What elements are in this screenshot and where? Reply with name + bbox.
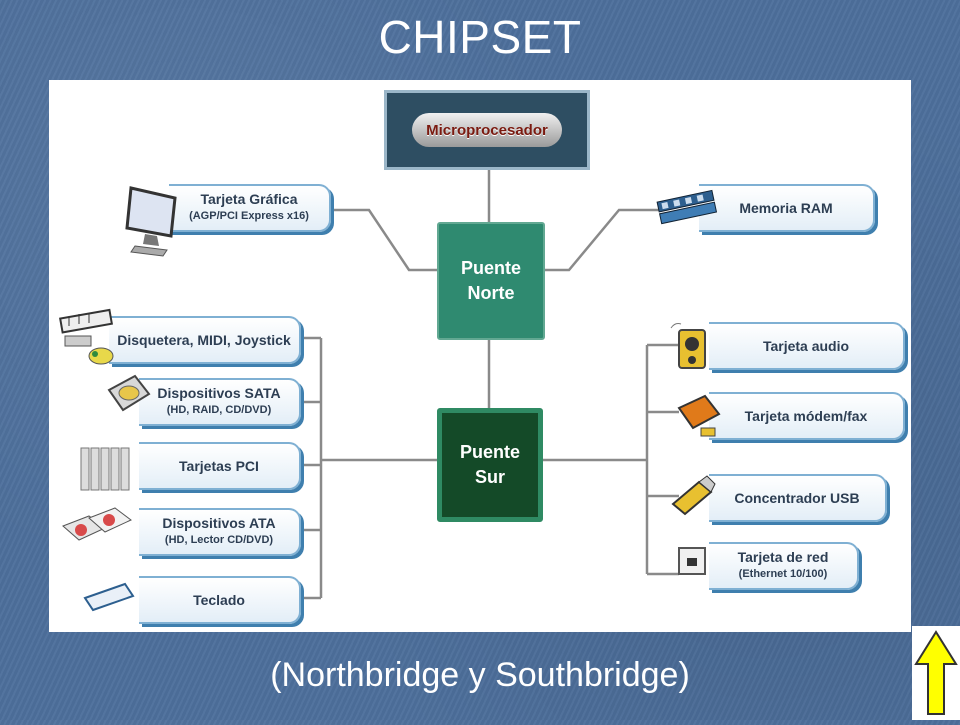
keyboard-icon xyxy=(83,582,135,612)
slide-title: CHIPSET xyxy=(378,11,582,63)
network-card-detail: (Ethernet 10/100) xyxy=(738,568,828,580)
up-arrow-icon[interactable] xyxy=(912,626,960,720)
ata-devices-label: Dispositivos ATA (HD, Lector CD/DVD) xyxy=(139,508,301,556)
monitor-icon xyxy=(125,186,177,257)
pci-cards-label: Tarjetas PCI xyxy=(139,442,301,490)
southbridge-chip: Puente Sur xyxy=(437,408,543,522)
sata-devices-detail: (HD, RAID, CD/DVD) xyxy=(166,404,272,416)
audio-card-label: Tarjeta audio xyxy=(709,322,905,370)
network-port-icon xyxy=(678,547,706,575)
pci-cards-title: Tarjetas PCI xyxy=(179,457,259,474)
sata-devices-label: Dispositivos SATA (HD, RAID, CD/DVD) xyxy=(139,378,301,426)
southbridge-line1: Puente xyxy=(459,442,520,462)
connection-lines xyxy=(299,170,679,600)
graphics-card-title: Tarjeta Gráfica xyxy=(200,191,298,207)
network-card-title: Tarjeta de red xyxy=(737,549,829,565)
floppy-midi-joystick-title: Disquetera, MIDI, Joystick xyxy=(117,331,291,348)
ram-memory-label: Memoria RAM xyxy=(699,184,875,232)
ata-devices-title: Dispositivos ATA xyxy=(162,515,276,531)
modem-card-title: Tarjeta módem/fax xyxy=(744,407,868,424)
network-card-label: Tarjeta de red (Ethernet 10/100) xyxy=(709,542,859,590)
slide-subtitle: (Northbridge y Southbridge) xyxy=(270,656,690,694)
microprocessor-label: Microprocesador xyxy=(412,113,562,147)
northbridge-line2: Norte xyxy=(467,283,515,303)
modem-card-label: Tarjeta módem/fax xyxy=(709,392,905,440)
microprocessor-box: Microprocesador xyxy=(384,90,590,170)
keyboard-title: Teclado xyxy=(193,591,245,608)
ata-devices-detail: (HD, Lector CD/DVD) xyxy=(164,534,274,546)
navigation-corner[interactable] xyxy=(912,626,960,720)
graphics-card-detail: (AGP/PCI Express x16) xyxy=(189,210,309,222)
midi-joystick-icon xyxy=(59,308,114,365)
hard-disk-icon xyxy=(107,374,151,412)
usb-stick-icon xyxy=(671,475,716,516)
audio-card-title: Tarjeta audio xyxy=(762,337,850,354)
sata-devices-title: Dispositivos SATA xyxy=(157,385,281,401)
keyboard-label: Teclado xyxy=(139,576,301,624)
chipset-diagram: Microprocesador Puente Norte Puente Sur … xyxy=(49,80,911,632)
northbridge-chip: Puente Norte xyxy=(437,222,545,340)
modem-icon xyxy=(677,394,721,437)
floppy-midi-joystick-label: Disquetera, MIDI, Joystick xyxy=(109,316,301,364)
ram-module-icon xyxy=(656,189,718,225)
speaker-icon xyxy=(670,323,706,369)
ram-memory-title: Memoria RAM xyxy=(739,199,833,216)
usb-hub-title: Concentrador USB xyxy=(734,489,860,506)
graphics-card-label: Tarjeta Gráfica (AGP/PCI Express x16) xyxy=(169,184,331,232)
usb-hub-label: Concentrador USB xyxy=(709,474,887,522)
optical-drives-icon xyxy=(62,507,132,541)
northbridge-line1: Puente xyxy=(460,258,521,278)
pci-cards-icon xyxy=(80,447,130,491)
southbridge-line2: Sur xyxy=(474,467,505,487)
